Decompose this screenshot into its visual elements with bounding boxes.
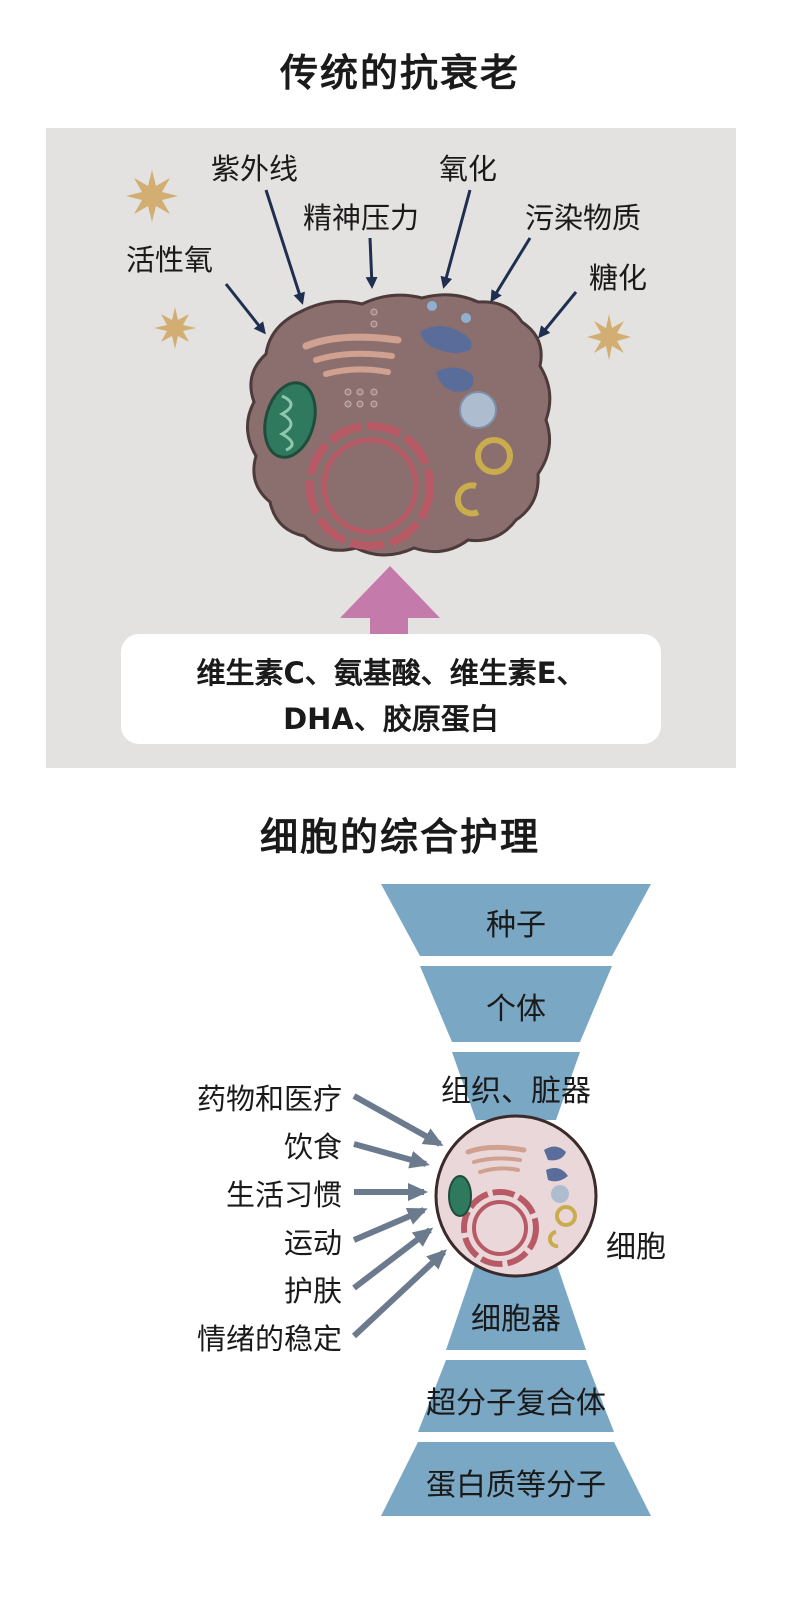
level-label-tissue: 组织、脏器 [441, 1074, 591, 1109]
cell-label: 细胞 [606, 1230, 666, 1265]
supplements-line-1: 维生素C、氨基酸、维生素E、 [196, 656, 586, 690]
section1-title: 传统的抗衰老 [279, 51, 520, 95]
arrow-exercise [352, 1207, 428, 1243]
funnel-level-individual [420, 966, 612, 1042]
supplements-line-2: DHA、胶原蛋白 [283, 702, 499, 736]
funnel-level-organelle [446, 1262, 586, 1350]
arrow-pollutants [490, 237, 532, 303]
arrow-emotion [351, 1249, 447, 1339]
hierarchy-funnel [381, 884, 651, 1516]
arrow-medicine [352, 1093, 444, 1147]
level-label-organelle: 细胞器 [471, 1302, 561, 1337]
section2-title: 细胞的综合护理 [259, 815, 540, 859]
influence-arrows [351, 1093, 447, 1339]
level-label-individual: 个体 [486, 992, 546, 1027]
arrow-diet [353, 1141, 430, 1169]
influence-skincare: 护肤 [283, 1274, 342, 1308]
star-icon [126, 170, 178, 222]
influence-emotion: 情绪的稳定 [196, 1322, 342, 1356]
influence-diet: 饮食 [283, 1130, 342, 1164]
label-stress: 精神压力 [303, 201, 420, 235]
arrow-stress [365, 237, 378, 289]
label-oxidation: 氧化 [439, 152, 498, 186]
factor-arrows [224, 189, 578, 339]
funnel-level-molecule [381, 1442, 651, 1516]
funnel-level-supramolecular [418, 1360, 614, 1432]
label-glycation: 糖化 [589, 261, 648, 295]
funnel-level-seed [381, 884, 651, 956]
arrow-active-oxygen [224, 283, 266, 335]
star-icon [154, 307, 196, 349]
level-label-seed: 种子 [486, 908, 546, 943]
arrow-oxidation [440, 189, 472, 289]
small-cell-illustration [434, 1114, 598, 1278]
label-active-oxygen: 活性氧 [126, 243, 214, 277]
arrow-skincare [352, 1227, 434, 1291]
influence-lifestyle: 生活习惯 [225, 1178, 342, 1212]
supplement-up-arrow [340, 566, 440, 636]
label-pollutants: 污染物质 [525, 201, 642, 235]
arrow-glycation [538, 291, 578, 339]
level-label-molecule: 蛋白质等分子 [426, 1468, 606, 1503]
supplements-box: 维生素C、氨基酸、维生素E、 DHA、胶原蛋白 [121, 634, 661, 744]
cell-illustration [246, 293, 552, 557]
influence-exercise: 运动 [283, 1226, 342, 1260]
arrow-uv [264, 189, 305, 305]
label-uv: 紫外线 [211, 152, 299, 186]
funnel-level-tissue [452, 1052, 580, 1120]
level-label-supramolecular: 超分子复合体 [426, 1386, 606, 1421]
star-icon [587, 314, 631, 360]
influence-medicine: 药物和医疗 [196, 1082, 342, 1116]
